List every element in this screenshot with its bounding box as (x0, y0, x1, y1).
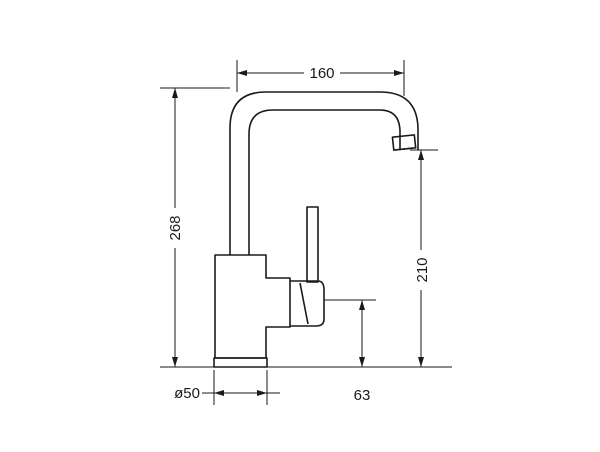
dim-label-spout-reach: 160 (309, 65, 334, 82)
aerator-outlet (394, 147, 414, 151)
dim-label-base-diameter: ø50 (174, 385, 200, 402)
dimension-labels: 160 268 210 ø50 63 (164, 62, 432, 404)
dimension-lines (172, 70, 424, 396)
cartridge-housing (290, 280, 325, 327)
extension-lines (160, 60, 452, 405)
lever-handle (306, 206, 319, 283)
cartridge-seam (299, 282, 309, 325)
faucet-outline (213, 91, 419, 368)
spout-outer-contour (229, 91, 419, 255)
dim-label-lever-height: 63 (354, 387, 371, 404)
spout-inner-contour (248, 109, 401, 255)
dim-label-overall-height: 268 (167, 215, 184, 240)
base-ring (213, 357, 268, 368)
faucet-body (214, 254, 291, 359)
dim-label-spout-height: 210 (414, 257, 431, 282)
